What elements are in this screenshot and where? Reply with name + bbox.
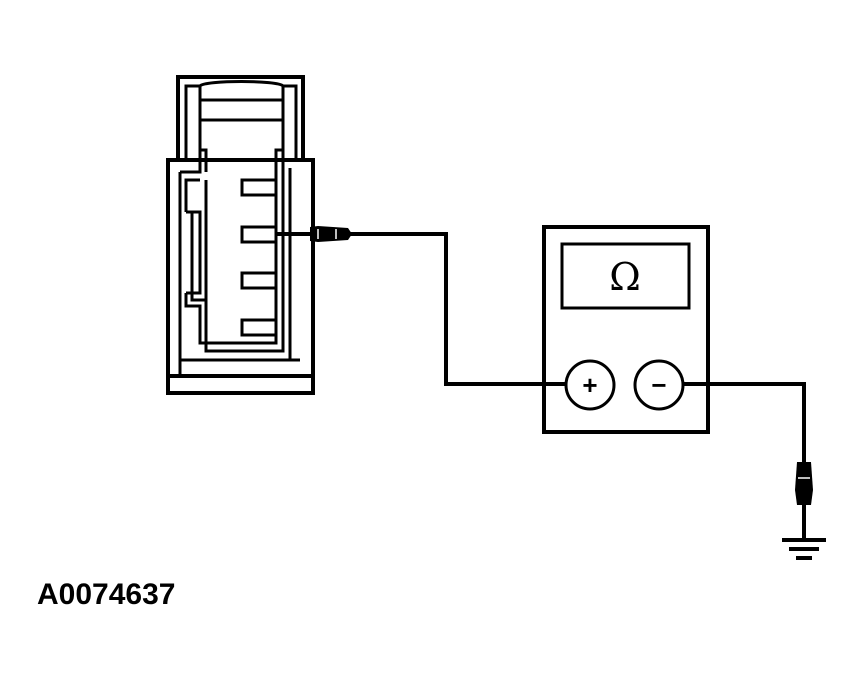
probe-icon <box>276 226 352 242</box>
ohmmeter-icon: Ω + − <box>542 225 710 434</box>
ground-icon <box>782 538 826 560</box>
positive-lead-wire <box>350 232 566 386</box>
connector-icon <box>166 75 315 395</box>
ground-probe-icon <box>795 462 813 505</box>
negative-lead-wire <box>683 382 806 463</box>
negative-terminal-label: − <box>651 370 666 400</box>
positive-terminal-label: + <box>582 370 597 400</box>
meter-display <box>560 242 691 310</box>
figure-id: A0074637 <box>37 578 175 611</box>
positive-terminal <box>564 359 616 411</box>
ohm-symbol: Ω <box>609 255 641 299</box>
